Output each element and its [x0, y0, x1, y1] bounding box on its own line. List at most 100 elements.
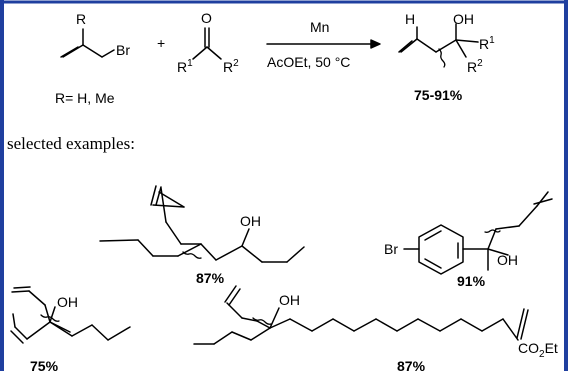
product-r2-label: R2	[467, 58, 483, 75]
oxygen-label: O	[201, 10, 212, 26]
r-label: R	[76, 11, 86, 27]
r2-bond	[206, 46, 222, 60]
ex2-allyl-3	[518, 205, 538, 227]
ex3-alkene-double-a	[14, 326, 28, 340]
example-2-structure: Br OH 91%	[384, 191, 553, 289]
ex4-chain-2	[289, 318, 313, 332]
ex4-chain-6	[375, 318, 398, 332]
product-homoallylic-alcohol: H OH R1 R2 75-91%	[398, 11, 495, 103]
ex1-butyl-3	[137, 239, 154, 257]
conditions-label: AcOEt, 50 °C	[267, 54, 350, 70]
ex4-ester-label: CO2Et	[518, 340, 558, 360]
ex1-oh-label: OH	[240, 213, 261, 229]
ex3-chain-1	[49, 321, 73, 337]
ex2-yield-label: 91%	[457, 273, 486, 289]
ex3-allyl-1	[28, 290, 46, 306]
ex4-butyl-3	[213, 331, 233, 345]
ex1-chain-7	[286, 246, 305, 263]
ex1-wavy-bond	[182, 251, 202, 259]
ex4-vinyl-double-b	[228, 288, 241, 306]
ex4-yield-label: 87%	[397, 358, 426, 371]
example-1-structure: OH 87%	[99, 185, 305, 286]
ex2-allyl-1	[487, 228, 497, 250]
product-double-bond-a	[400, 38, 418, 53]
reagent-label: Mn	[310, 19, 329, 35]
reactant-ketone: O R1 R2	[177, 10, 239, 75]
ex1-chain-5	[241, 245, 263, 263]
ex1-methyl-bond	[152, 204, 185, 208]
ex3-alkene-2	[12, 313, 16, 328]
r2-label: R2	[223, 58, 239, 75]
ex4-chain-10	[460, 318, 483, 332]
ex1-double-bond-a	[150, 185, 157, 206]
r1-bond	[192, 46, 208, 60]
ex4-oh-label: OH	[279, 292, 300, 308]
ex3-vinyl-double-b	[13, 286, 31, 289]
ex3-wavy-bond	[40, 314, 60, 322]
example-3-structure: OH 75%	[10, 286, 131, 371]
product-double-bond-b	[398, 40, 413, 53]
r-definition-label: R= H, Me	[55, 90, 115, 106]
product-r1-label: R1	[479, 35, 495, 52]
ex1-oh-bond	[241, 228, 250, 247]
ex4-chain-3	[311, 318, 334, 332]
ex4-oh-bond	[269, 307, 280, 329]
ex4-butyl-1	[250, 327, 271, 341]
ex4-to-quaternary	[256, 320, 271, 329]
ch2-bond	[82, 44, 103, 58]
ex4-chain-5	[353, 318, 377, 332]
double-bond-b	[60, 46, 79, 58]
ex4-chain-7	[396, 318, 419, 332]
ex1-chain-1	[165, 221, 182, 245]
arrow-head	[370, 39, 381, 49]
ex4-chain-9	[439, 318, 462, 332]
ex3-oh-label: OH	[57, 294, 78, 310]
ex3-alkene-1	[26, 321, 51, 340]
ex4-ester-bond	[502, 318, 519, 341]
ex4-carbonyl-b	[520, 309, 529, 340]
reaction-arrow: Mn AcOEt, 50 °C	[266, 19, 381, 70]
product-c-c-bond	[435, 39, 457, 53]
section-label: selected examples:	[7, 134, 135, 153]
ex1-bond-1	[158, 191, 185, 208]
ex3-yield-label: 75%	[30, 358, 59, 371]
plus-sign: +	[157, 35, 165, 51]
ex4-butyl-2	[231, 331, 252, 341]
product-h-label: H	[405, 11, 415, 27]
ex3-alkene-double-b	[10, 330, 24, 344]
ex2-oh-bond	[487, 248, 509, 256]
ex2-wavy-bond	[484, 229, 501, 233]
ex1-butyl-1	[177, 243, 202, 257]
reactant-allyl-bromide: R Br	[60, 11, 130, 58]
ex4-vinyl-double-a	[224, 285, 237, 303]
ex4-carbonyl-a	[516, 308, 525, 339]
product-oh-label: OH	[453, 11, 474, 27]
ex4-chain-11	[481, 318, 504, 332]
ex2-benzene-ring	[418, 224, 464, 275]
product-yield-label: 75-91%	[414, 87, 463, 103]
ex4-allyl-1	[226, 302, 243, 319]
ex2-br-label: Br	[384, 241, 398, 257]
ex2-oh-label: OH	[497, 252, 518, 268]
ex2-ring-double-a	[424, 230, 442, 241]
ex3-vinyl-double-a	[11, 290, 30, 293]
ex2-allyl-double-b	[536, 191, 549, 207]
product-wavy-bond	[438, 48, 446, 68]
product-r2-bond	[455, 39, 467, 58]
product-r1-bond	[455, 39, 479, 43]
ex3-chain-3	[91, 324, 109, 341]
ex1-chain-4	[215, 245, 243, 261]
example-4-structure: OH CO2Et 87%	[193, 285, 558, 371]
double-bond-a	[62, 44, 84, 58]
br-label: Br	[116, 42, 130, 58]
r1-label: R1	[177, 58, 193, 75]
ex4-chain-8	[417, 318, 441, 332]
ex3-chain-4	[107, 326, 131, 341]
ex3-allyl-2	[44, 304, 51, 323]
c-br-bond	[101, 49, 115, 58]
ex2-allyl-2	[495, 225, 520, 230]
ex3-oh-bond	[49, 306, 56, 323]
ex1-yield-label: 87%	[196, 270, 225, 286]
product-ch2-bond	[416, 38, 437, 53]
